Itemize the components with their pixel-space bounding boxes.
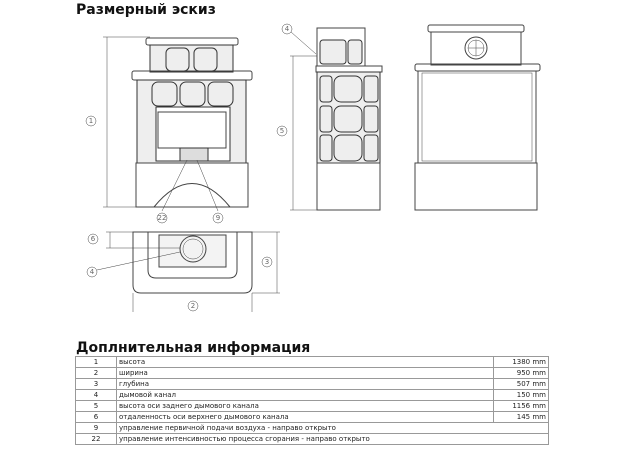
- callout-2: 2: [191, 302, 195, 310]
- front-view: [103, 36, 253, 212]
- row-value: 1380 mm: [493, 356, 549, 368]
- callout-4-side: 4: [285, 25, 290, 33]
- row-number: 22: [75, 433, 117, 445]
- side-view: [290, 27, 383, 211]
- row-value: 1156 mm: [493, 400, 549, 412]
- row-value: 150 mm: [493, 389, 549, 401]
- row-description: высота оси заднего дымового канала: [116, 400, 494, 412]
- row-description: отдаленность оси верхнего дымового канал…: [116, 411, 494, 423]
- back-view: [414, 24, 541, 211]
- sketch-title: Размерный эскиз: [76, 2, 216, 18]
- row-number: 3: [75, 378, 117, 390]
- row-value: 145 mm: [493, 411, 549, 423]
- callout-5: 5: [280, 127, 284, 135]
- row-number: 9: [75, 422, 117, 434]
- callout-1: 1: [89, 117, 93, 125]
- row-description: глубина: [116, 378, 494, 390]
- row-value: 950 mm: [493, 367, 549, 379]
- row-description: управление интенсивностью процесса сгора…: [116, 433, 549, 445]
- row-number: 2: [75, 367, 117, 379]
- row-number: 1: [75, 356, 117, 368]
- callout-4-top: 4: [90, 268, 95, 276]
- row-number: 5: [75, 400, 117, 412]
- row-value: 507 mm: [493, 378, 549, 390]
- row-number: 6: [75, 411, 117, 423]
- row-description: дымовой канал: [116, 389, 494, 401]
- row-description: ширина: [116, 367, 494, 379]
- callout-3: 3: [265, 258, 269, 266]
- callout-labels: 1 22 9 4 5 6 4 3 2: [85, 23, 293, 312]
- callout-9: 9: [216, 214, 220, 222]
- callout-6: 6: [91, 235, 96, 243]
- callout-22: 22: [158, 214, 167, 222]
- dimension-drawing: 1 22 9 4 5 6 4 3 2: [85, 23, 541, 312]
- top-view: [96, 231, 280, 312]
- row-number: 4: [75, 389, 117, 401]
- row-description: управление первичной подачи воздуха - на…: [116, 422, 549, 434]
- info-title: Доплнительная информация: [76, 340, 311, 356]
- row-description: высота: [116, 356, 494, 368]
